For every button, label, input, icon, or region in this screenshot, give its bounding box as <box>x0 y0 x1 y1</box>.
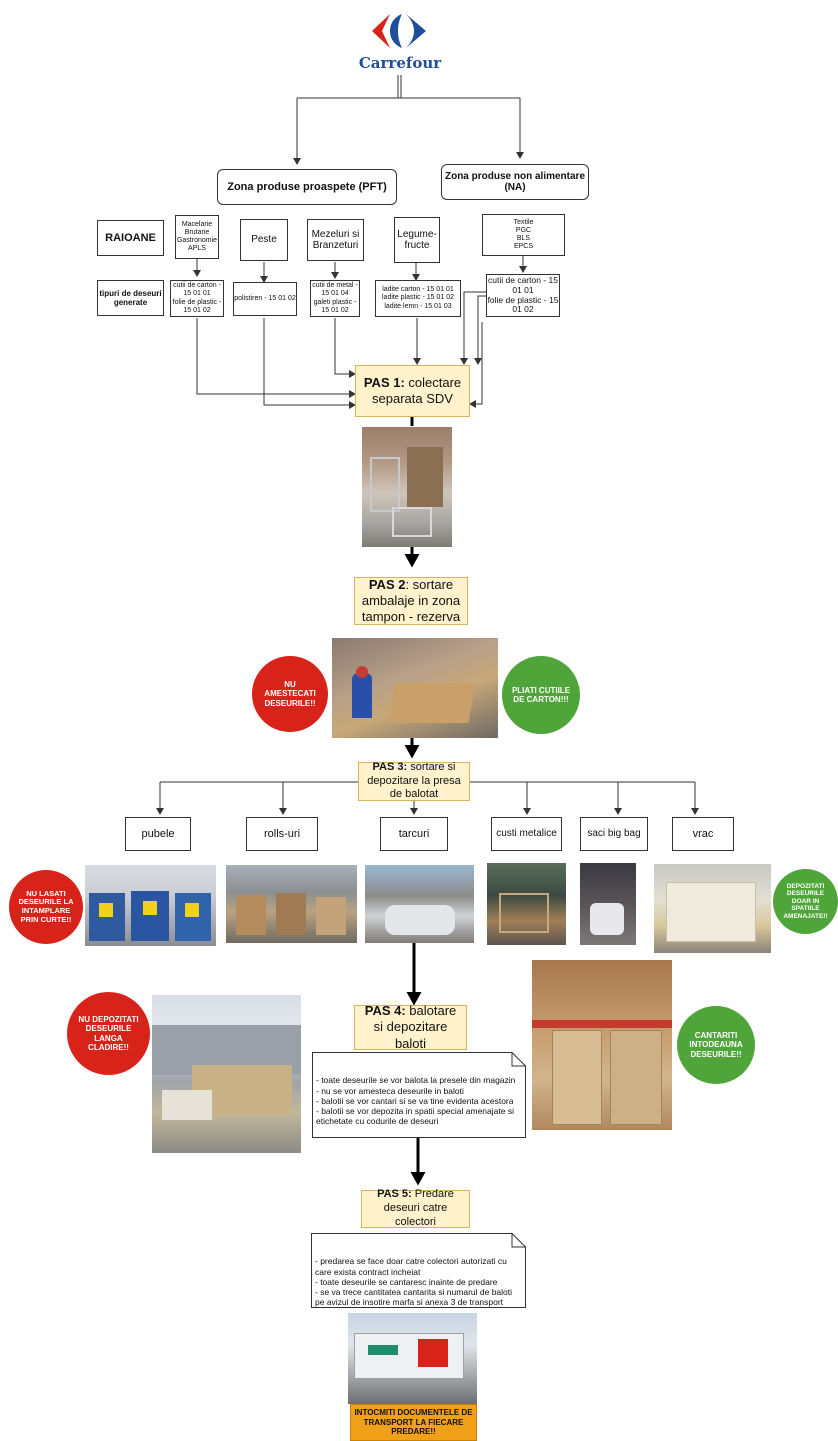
waste-butchery: cutii de carton - 15 01 01 folie de plas… <box>170 280 224 317</box>
brand-name: Carrefour <box>358 54 442 72</box>
carrefour-logo: Carrefour <box>350 8 450 78</box>
waste-nonfood-text: cutii de carton - 15 01 01 folie de plas… <box>487 274 559 315</box>
warning-not-near-building: NU DEPOZITATI DESEURILE LANGA CLADIRE!! <box>67 992 150 1075</box>
waste-fish: polistiren - 15 01 02 <box>233 282 297 316</box>
photo-bales-outside <box>152 995 301 1153</box>
warning-no-yard-text: NU LASATI DESEURILE LA INTAMPLARE PRIN C… <box>18 888 74 924</box>
warning-no-mixing: NU AMESTECATI DESEURILE!! <box>252 656 328 732</box>
warning-not-near-building-text: NU DEPOZITATI DESEURILE LANGA CLADIRE!! <box>78 1015 139 1052</box>
photo-bins <box>85 865 216 946</box>
waste-types-label: tipuri de deseuri generate <box>97 280 164 316</box>
step-4-text: balotare si depozitare baloti <box>373 1003 457 1051</box>
tip-designated-spaces-text: DEPOZITATI DESEURILE DOAR IN SPATIILE AM… <box>783 882 828 920</box>
step-2: PAS 2: sortare ambalaje in zona tampon -… <box>354 577 468 625</box>
dept-deli-label: Mezeluri si Branzeturi <box>311 228 360 252</box>
tip-transport-docs-text: INTOCMITI DOCUMENTELE DE TRANSPORT LA FI… <box>354 1408 473 1437</box>
note-baling-rules: - toate deseurile se vor balota la prese… <box>312 1052 526 1138</box>
dept-nonfood-label: Textile PGC BLS EPCS <box>513 218 534 251</box>
dept-fish-label: Peste <box>251 234 277 246</box>
container-rolls-label: rolls-uri <box>263 827 301 840</box>
step-3-text: sortare si depozitare la presa de balota… <box>367 760 461 801</box>
photo-bales-warehouse <box>532 960 672 1130</box>
warning-no-mixing-text: NU AMESTECATI DESEURILE!! <box>264 680 316 708</box>
step-2-label: PAS 2 <box>368 576 406 592</box>
tip-transport-docs: INTOCMITI DOCUMENTELE DE TRANSPORT LA FI… <box>350 1404 477 1441</box>
step-5-text: Predare deseuri catre colectori <box>383 1188 454 1228</box>
tip-fold-boxes: PLIATI CUTIILE DE CARTON!!! <box>502 656 580 734</box>
dept-produce-label: Legume-fructe <box>397 228 437 252</box>
container-bins-label: pubele <box>141 827 175 840</box>
container-pens: tarcuri <box>380 817 448 851</box>
zone-nonfood: Zona produse non alimentare (NA) <box>441 164 589 200</box>
note-baling-rules-text: - toate deseurile se vor balota la prese… <box>316 1075 516 1127</box>
container-bins: pubele <box>125 817 191 851</box>
waste-types-text: tipuri de deseuri generate <box>99 288 162 307</box>
dept-fish: Peste <box>240 219 288 261</box>
photo-pens <box>365 865 474 943</box>
zone-fresh: Zona produse proaspete (PFT) <box>217 169 397 205</box>
container-bulk: vrac <box>672 817 734 851</box>
photo-truck <box>348 1313 477 1404</box>
photo-big-bags <box>580 863 636 945</box>
photo-bulk <box>654 864 771 953</box>
tip-weigh-always: CANTARITI INTODEAUNA DESEURILE!! <box>677 1006 755 1084</box>
waste-butchery-text: cutii de carton - 15 01 01 folie de plas… <box>172 282 222 314</box>
photo-collection-carts <box>362 427 452 547</box>
step-1: PAS 1: colectare separata SDV <box>355 365 470 417</box>
dept-butchery: Macelarie Brutarie Gastronomie APLS <box>175 215 219 259</box>
tip-weigh-always-text: CANTARITI INTODEAUNA DESEURILE!! <box>689 1031 743 1059</box>
waste-produce: ladite carton - 15 01 01 ladite plastic … <box>375 280 461 317</box>
container-metal-cages: custi metalice <box>491 817 562 851</box>
photo-sorting-cardboard <box>332 638 498 738</box>
step-1-text: colectare separata SDV <box>372 374 462 406</box>
zone-nonfood-label: Zona produse non alimentare (NA) <box>444 170 586 194</box>
waste-produce-text: ladite carton - 15 01 01 ladite plastic … <box>382 286 454 310</box>
photo-metal-cages <box>487 863 566 945</box>
dept-butchery-label: Macelarie Brutarie Gastronomie APLS <box>176 220 218 253</box>
container-bulk-label: vrac <box>692 827 714 840</box>
tip-fold-boxes-text: PLIATI CUTIILE DE CARTON!!! <box>511 685 571 704</box>
note-handover-rules: - predarea se face doar catre colectori … <box>311 1233 526 1308</box>
raioane-label: RAIOANE <box>97 220 164 256</box>
step-2-text: : sortare ambalaje in zona tampon - reze… <box>361 576 461 625</box>
photo-rolls <box>226 865 357 943</box>
container-big-bags: saci big bag <box>580 817 648 851</box>
container-rolls: rolls-uri <box>246 817 318 851</box>
waste-nonfood: cutii de carton - 15 01 01 folie de plas… <box>486 274 560 317</box>
step-5: PAS 5: Predare deseuri catre colectori <box>361 1188 470 1228</box>
waste-fish-text: polistiren - 15 01 02 <box>234 294 296 302</box>
step-5-label: PAS 5: <box>377 1188 412 1201</box>
container-pens-label: tarcuri <box>398 827 430 840</box>
waste-deli-text: cutii de metal - 15 01 04 galeti plastic… <box>312 282 358 314</box>
carrefour-logo-icon <box>372 14 426 48</box>
step-1-label: PAS 1: <box>363 374 405 390</box>
warning-no-yard: NU LASATI DESEURILE LA INTAMPLARE PRIN C… <box>9 870 83 944</box>
note-baling-rules-frame <box>312 1052 526 1138</box>
zone-fresh-label: Zona produse proaspete (PFT) <box>227 180 387 193</box>
step-3: PAS 3: sortare si depozitare la presa de… <box>358 760 470 801</box>
step-4: PAS 4: balotare si depozitare baloti <box>354 1003 467 1051</box>
raioane-text: RAIOANE <box>105 231 156 244</box>
waste-deli: cutii de metal - 15 01 04 galeti plastic… <box>310 280 360 317</box>
note-handover-rules-frame <box>311 1233 526 1308</box>
container-big-bags-label: saci big bag <box>587 828 641 840</box>
dept-nonfood: Textile PGC BLS EPCS <box>482 214 565 256</box>
dept-produce: Legume-fructe <box>394 217 440 263</box>
tip-designated-spaces: DEPOZITATI DESEURILE DOAR IN SPATIILE AM… <box>773 869 838 934</box>
note-handover-rules-text: - predarea se face doar catre colectori … <box>315 1256 513 1308</box>
step-3-label: PAS 3: <box>372 760 408 773</box>
container-metal-cages-label: custi metalice <box>496 828 557 840</box>
dept-deli: Mezeluri si Branzeturi <box>307 219 364 261</box>
step-4-label: PAS 4: <box>364 1003 406 1019</box>
